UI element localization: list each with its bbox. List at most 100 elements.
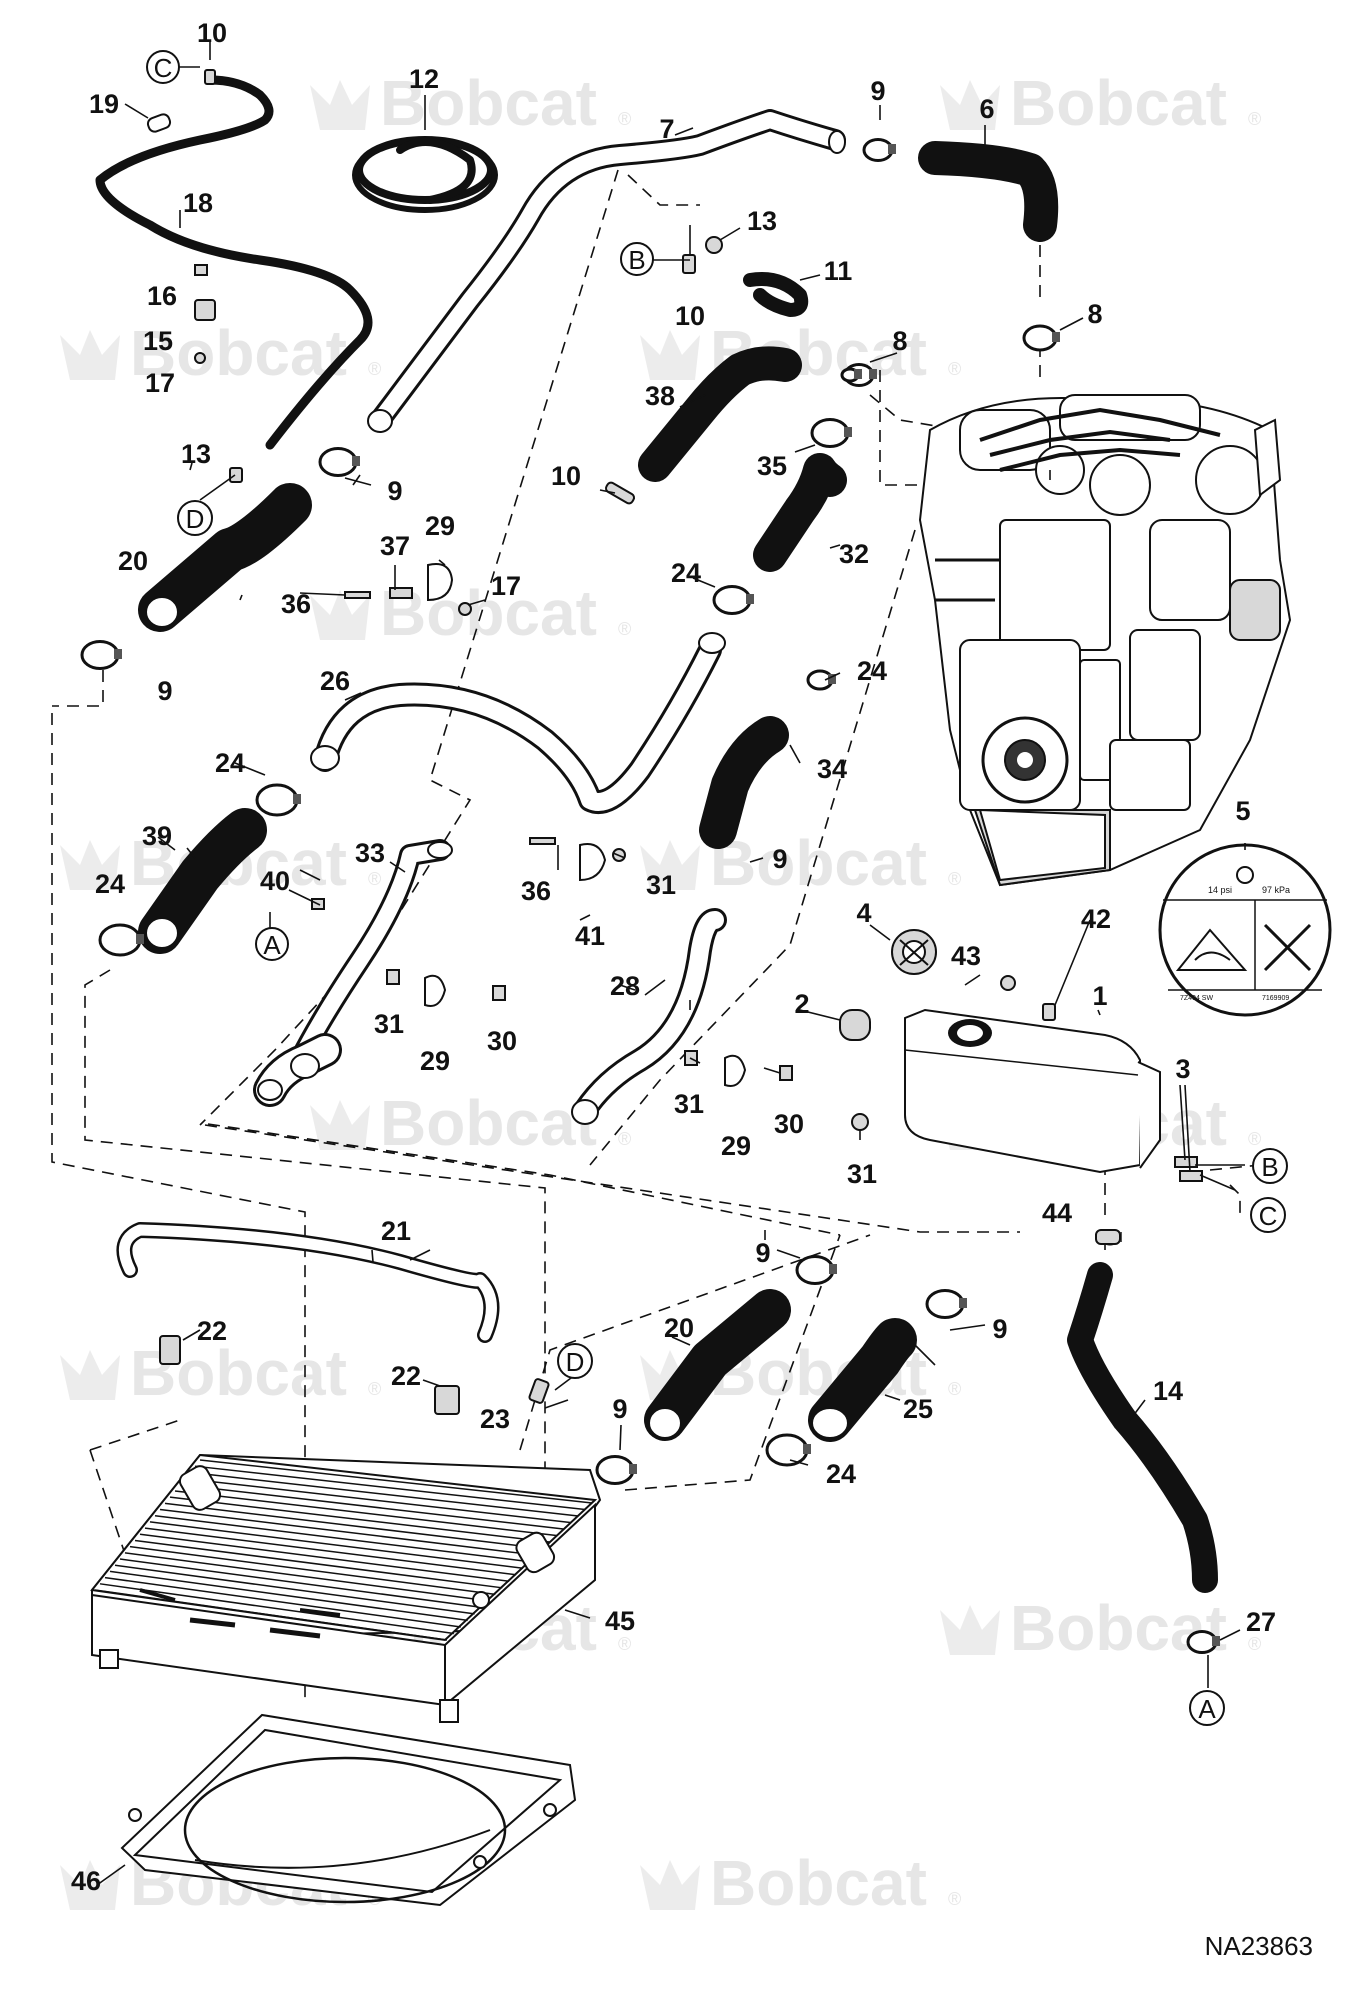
coolant-reservoir [904,1008,1161,1174]
warning-decal: 14 psi 97 kPa 7Z404 SW 7169909 [1158,843,1332,1017]
callout-46: 46 [71,1866,101,1896]
watermark-text: Bobcat [1010,67,1227,139]
watermark-reg: ® [618,1634,631,1654]
callout-8: 8 [1087,299,1102,329]
radiator-fin [179,1484,565,1530]
watermark-reg: ® [1248,1129,1261,1149]
callout-10: 10 [197,18,227,48]
callout-17: 17 [145,368,175,398]
watermark-text: Bobcat [380,577,597,649]
hose-clamp-tab [869,369,877,379]
hose-clamp [1022,324,1058,352]
radiator-fin [144,1527,517,1576]
callout-10: 10 [551,461,581,491]
hose-20b [644,1289,791,1441]
dark-hoses [95,75,1218,1593]
connector-A-mid: A [255,927,289,961]
hose-ends [145,130,849,1439]
callout-12: 12 [409,64,439,94]
callout-19: 19 [89,89,119,119]
callout-10: 10 [675,301,705,331]
hose-clamp [255,783,299,817]
svg-text:D: D [186,504,205,534]
callout-28: 28 [610,971,640,1001]
callout-41: 41 [575,921,605,951]
hose-clamp [795,1255,835,1285]
svg-text:D: D [566,1347,585,1377]
hose-clamp [925,1289,965,1319]
radiator-fin [149,1521,524,1569]
radiator-fin [169,1496,551,1543]
callout-34: 34 [817,754,847,784]
radiator-fin [119,1558,482,1609]
callout-32: 32 [839,539,869,569]
callout-40: 40 [260,866,290,896]
watermark-reg: ® [948,869,961,889]
callout-3: 3 [1175,1054,1190,1084]
callout-16: 16 [147,281,177,311]
callout-9: 9 [387,476,402,506]
callout-14: 14 [1153,1376,1183,1406]
watermark-logo [940,80,1000,130]
callout-24: 24 [95,869,125,899]
callout-24: 24 [857,656,887,686]
watermark-reg: ® [618,1129,631,1149]
hose-20a [138,483,312,632]
watermark-reg: ® [618,109,631,129]
connector-markers: C B D A B C D A [146,50,1288,1726]
callout-30: 30 [487,1026,517,1056]
hose-clamp [765,1433,809,1467]
radiator-fin [134,1539,503,1589]
svg-text:B: B [628,245,645,275]
callout-24: 24 [215,748,245,778]
callout-36: 36 [281,589,311,619]
hose-clamp [595,1455,635,1485]
callout-18: 18 [183,188,213,218]
callout-labels: 1234567889999999101010111213131415161717… [71,18,1276,1896]
callout-31: 31 [847,1159,877,1189]
callout-13: 13 [181,439,211,469]
radiator-fin [154,1514,530,1563]
decal-psi: 14 psi [1208,885,1232,895]
assembly-lines [51,169,1261,1700]
callout-39: 39 [142,821,172,851]
hose-clamp [712,585,752,615]
watermark-logo [60,1350,120,1400]
callout-26: 26 [320,666,350,696]
hose-39 [138,808,267,954]
watermark-text: Bobcat [380,67,597,139]
watermark-logo [60,1860,120,1910]
hose-clamp [810,418,850,448]
radiator-fin [114,1564,475,1615]
radiator-fin [109,1570,468,1622]
connector-B-top: B [620,242,654,276]
callout-31: 31 [646,870,676,900]
connector-B-right: B [1252,1148,1288,1184]
watermark-logo [640,840,700,890]
decal-kpa: 97 kPa [1262,885,1290,895]
hose-clamp-tab [293,794,301,804]
hose-38 [638,346,802,482]
callout-27: 27 [1246,1607,1276,1637]
watermark-reg: ® [618,619,631,639]
callout-37: 37 [380,531,410,561]
watermark-reg: ® [948,1889,961,1909]
callout-42: 42 [1081,904,1111,934]
callout-15: 15 [143,326,173,356]
hose-clamp [318,447,358,477]
svg-text:B: B [1261,1152,1278,1182]
callout-25: 25 [903,1394,933,1424]
callout-20: 20 [118,546,148,576]
hose-clamp-tab [803,1444,811,1454]
connector-D-top: D [177,474,236,536]
watermark-logo [60,330,120,380]
hose-clamp-tab [1052,332,1060,342]
hose-34 [699,716,789,849]
callout-13: 13 [747,206,777,236]
hose-clamp-tab [888,144,896,154]
hose-clamp-tab [828,674,836,684]
watermark-reg: ® [1248,1634,1261,1654]
watermark-text: Bobcat [130,317,347,389]
